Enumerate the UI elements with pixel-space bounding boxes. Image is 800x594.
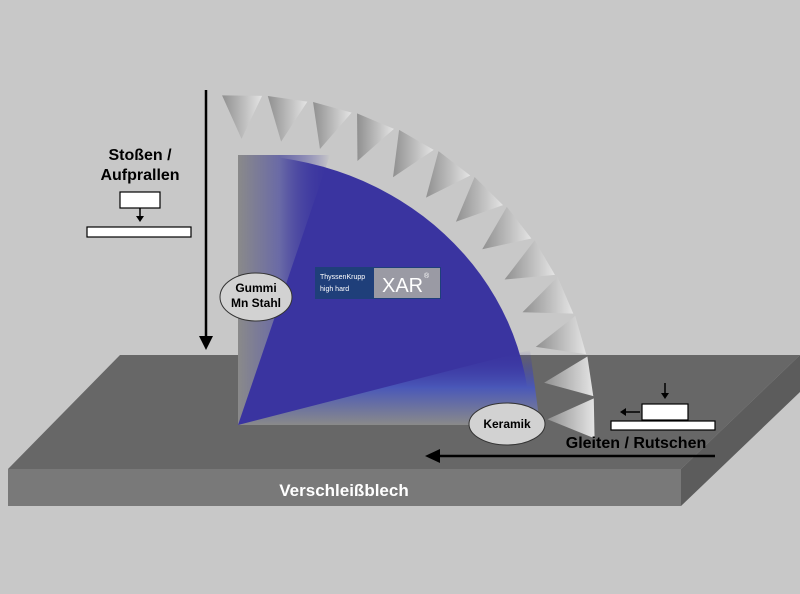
rubber-steel-badge: Gummi Mn Stahl	[219, 272, 293, 322]
impact-label-line2: Aufprallen	[100, 167, 179, 184]
impact-triangle	[393, 129, 434, 178]
impact-triangle	[455, 177, 504, 222]
impact-triangle	[357, 113, 394, 161]
plate-side	[681, 355, 800, 506]
sliding-label: Gleiten / Rutschen	[566, 435, 706, 452]
impact-triangle	[504, 240, 555, 280]
plate-label: Verschleißblech	[279, 481, 408, 500]
xar-logo: ThyssenKrupp high hard XAR ®	[315, 267, 441, 299]
impact-triangle	[267, 96, 308, 142]
plate-front	[8, 469, 681, 506]
impact-label-line1: Stoßen /	[108, 147, 172, 164]
ceramic-label: Keramik	[483, 417, 531, 431]
impact-arrow	[199, 90, 213, 350]
impact-triangle	[535, 315, 587, 355]
logo-product: XAR	[382, 275, 423, 297]
impact-triangle	[522, 276, 574, 314]
logo-mark: ®	[424, 272, 430, 280]
logo-brand: ThyssenKrupp	[320, 274, 365, 281]
rubber-label-line2: Mn Stahl	[231, 296, 281, 310]
impact-triangle	[426, 151, 471, 198]
impact-triangle	[547, 398, 595, 439]
sliding-symbol	[610, 383, 716, 431]
impact-triangle	[544, 356, 594, 397]
impact-triangles	[222, 95, 595, 439]
rubber-label-line1: Gummi	[235, 281, 276, 295]
impact-triangle	[482, 206, 532, 250]
impact-symbol	[86, 191, 192, 238]
impact-triangle	[222, 95, 263, 139]
sliding-arrow	[425, 449, 715, 463]
ceramic-badge: Keramik	[468, 402, 546, 446]
logo-subline: high hard	[320, 286, 349, 293]
impact-triangle	[313, 102, 352, 150]
